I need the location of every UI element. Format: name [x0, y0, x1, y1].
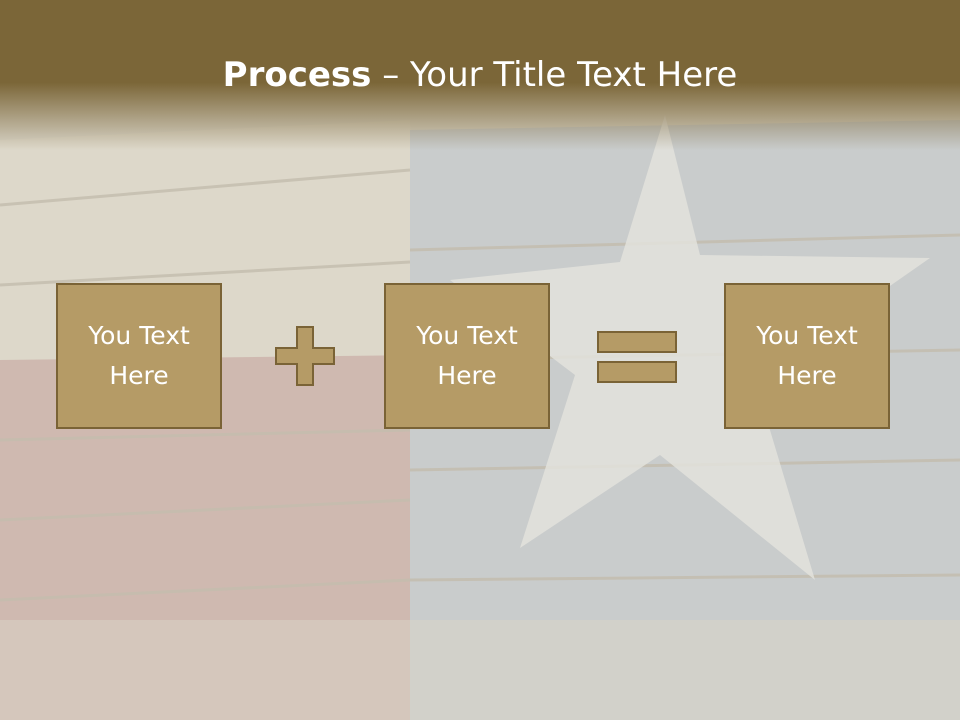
process-box-1[interactable]: You Text Here: [56, 283, 222, 429]
process-box-1-text: You Text Here: [88, 321, 190, 390]
process-box-2-text: You Text Here: [416, 321, 518, 390]
title-bar: [0, 0, 960, 150]
process-box-3-text: You Text Here: [756, 321, 858, 390]
process-box-3[interactable]: You Text Here: [724, 283, 890, 429]
title-separator: –: [371, 55, 411, 95]
equals-icon: [597, 331, 677, 383]
title-rest: Your Title Text Here: [410, 55, 738, 95]
plus-icon: [275, 326, 335, 386]
process-box-2[interactable]: You Text Here: [384, 283, 550, 429]
slide-title: Process – Your Title Text Here: [0, 52, 960, 98]
title-bold: Process: [222, 55, 372, 95]
